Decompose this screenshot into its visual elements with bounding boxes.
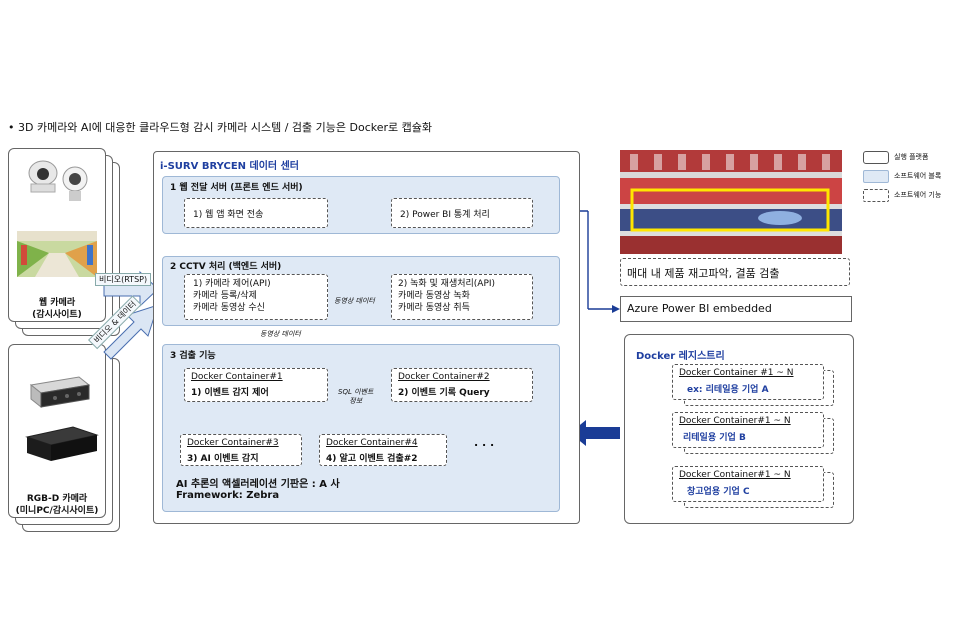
shelf-photo-image [620, 150, 842, 254]
camera-control-line1: 1) 카메라 제어(API) [193, 279, 271, 289]
recording-line2: 카메라 동영상 녹화 [398, 291, 470, 301]
section3-title: 3 검출 기능 [170, 351, 216, 361]
registry-item-2-name: Docker Container#1 ~ N [679, 416, 791, 426]
legend-label-software-function: 소프트웨어 기능 [894, 191, 942, 199]
registry-item-1-name: Docker Container #1 ~ N [679, 368, 794, 378]
powerbi-box-label: 2) Power BI 통계 처리 [400, 210, 490, 220]
video-data-flow-label: 동영상 데이터 [334, 297, 375, 305]
legend-swatch-software-function [863, 189, 889, 202]
powerbi-embedded-box: Azure Power BI embedded [620, 296, 852, 322]
recording-box: 2) 녹화 및 재생처리(API) 카메라 동영상 녹화 카메라 동영상 취득 [391, 274, 533, 320]
video-data-down-label: 동영상 데이터 [260, 330, 301, 338]
legend-swatch-software-block [863, 170, 889, 183]
rgbd-camera-illustration [25, 376, 99, 461]
section1-title: 1 웹 전달 서버 (프론트 엔드 서버) [170, 183, 303, 193]
sql-label-line2: 정보 [349, 397, 363, 405]
more-containers-dots: . . . [474, 436, 495, 449]
shelf-caption: 매대 내 제품 재고파악, 결품 검출 [627, 267, 780, 280]
container3-name: Docker Container#3 [187, 438, 279, 448]
container1-box: Docker Container#1 1) 이벤트 감지 제어 [184, 368, 328, 402]
rgbd-camera-sublabel: (미니PC/감시사이트) [15, 506, 99, 516]
container4-desc: 4) 알고 이벤트 검출#2 [326, 454, 418, 464]
registry-item-2-desc: 리테일용 기업 B [683, 433, 746, 443]
registry-deploy-arrow [570, 420, 620, 446]
web-camera-sublabel: (감시사이트) [32, 310, 82, 320]
container3-desc: 3) AI 이벤트 감지 [187, 454, 259, 464]
accelerator-note: AI 추론의 액셀러레이션 기판은 : A 사 [176, 479, 340, 490]
rgbd-camera-card: RGB-D 카메라 (미니PC/감시사이트) [8, 344, 106, 518]
recording-line3: 카메라 동영상 취득 [398, 303, 470, 313]
powerbi-embedded-label: Azure Power BI embedded [627, 302, 772, 315]
registry-item-1-desc: ex: 리테일용 기업 A [687, 385, 769, 395]
container1-desc: 1) 이벤트 감지 제어 [191, 388, 269, 398]
camera-control-line2: 카메라 등록/삭제 [193, 291, 257, 301]
datacenter-title: i-SURV BRYCEN 데이터 센터 [160, 161, 299, 172]
video-rtsp-label: 비디오(RTSP) [95, 273, 152, 286]
container2-box: Docker Container#2 2) 이벤트 기록 Query [391, 368, 533, 402]
container4-box: Docker Container#4 4) 알고 이벤트 검출#2 [319, 434, 447, 466]
web-app-box-label: 1) 웹 앱 화면 전송 [193, 210, 264, 220]
container2-name: Docker Container#2 [398, 372, 490, 382]
registry-item-3-name: Docker Container#1 ~ N [679, 470, 791, 480]
camera-control-box: 1) 카메라 제어(API) 카메라 등록/삭제 카메라 동영상 수신 [184, 274, 328, 320]
web-app-box: 1) 웹 앱 화면 전송 [184, 198, 328, 228]
shelf-photo [620, 150, 842, 254]
detection-highlight-box [630, 188, 830, 232]
camera-control-line3: 카메라 동영상 수신 [193, 303, 265, 313]
section2-title: 2 CCTV 처리 (백엔드 서버) [170, 262, 282, 272]
rgbd-camera-label: RGB-D 카메라 [26, 494, 88, 504]
container3-box: Docker Container#3 3) AI 이벤트 감지 [180, 434, 302, 466]
docker-registry-title: Docker 레지스트리 [636, 351, 725, 362]
registry-item-1: Docker Container #1 ~ N ex: 리테일용 기업 A [672, 364, 824, 400]
web-camera-card: 웹 카메라 (감시사이트) [8, 148, 106, 322]
registry-item-3: Docker Container#1 ~ N 창고업용 기업 C [672, 466, 824, 502]
page-title: • 3D 카메라와 AI에 대응한 클라우드형 감시 카메라 시스템 / 검출 … [8, 121, 433, 134]
web-camera-label: 웹 카메라 [38, 298, 76, 308]
container1-name: Docker Container#1 [191, 372, 283, 382]
framework-note: Framework: Zebra [176, 490, 280, 501]
container2-desc: 2) 이벤트 기록 Query [398, 388, 490, 398]
registry-item-2: Docker Container#1 ~ N 리테일용 기업 B [672, 412, 824, 448]
powerbi-box: 2) Power BI 통계 처리 [391, 198, 533, 228]
shelf-caption-box: 매대 내 제품 재고파악, 결품 검출 [620, 258, 850, 286]
legend-swatch-platform [863, 151, 889, 164]
web-camera-illustration [17, 160, 97, 277]
legend-label-software-block: 소프트웨어 블록 [894, 172, 942, 180]
recording-line1: 2) 녹화 및 재생처리(API) [398, 279, 496, 289]
registry-item-3-desc: 창고업용 기업 C [687, 487, 750, 497]
sql-label-line1: SQL 이벤트 [338, 388, 374, 396]
legend-label-platform: 실행 플랫폼 [894, 153, 929, 161]
container4-name: Docker Container#4 [326, 438, 418, 448]
